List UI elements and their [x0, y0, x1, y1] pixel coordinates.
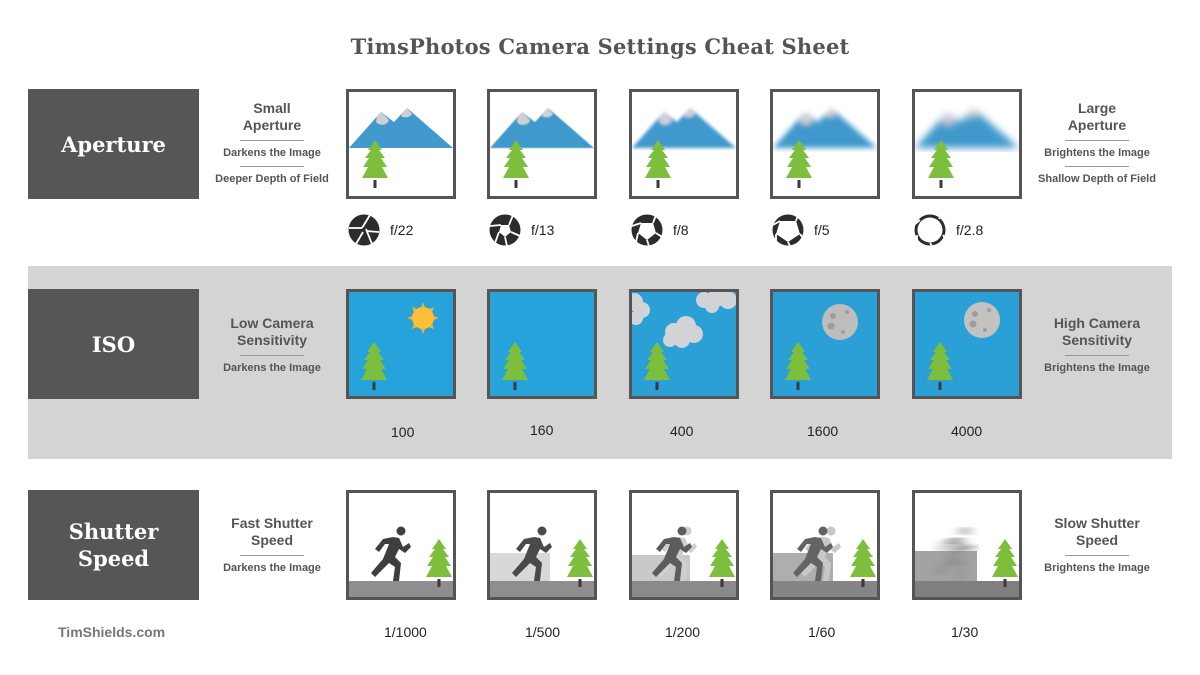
divider [1065, 166, 1129, 167]
shutter-value-2: 1/500 [525, 624, 561, 640]
iso-left-line2: Sensitivity [236, 332, 308, 348]
clouds-icon [632, 292, 736, 348]
iso-frame-1 [346, 289, 456, 399]
aperture-frame-1 [346, 89, 456, 199]
aperture-blade-icon [348, 214, 380, 246]
aperture-frame-2 [487, 89, 597, 199]
divider [1065, 355, 1129, 356]
shutter-value-1: 1/1000 [384, 624, 427, 640]
iso-left-effect1: Darkens the Image [223, 362, 321, 374]
aperture-left-effect1: Darkens the Image [223, 147, 321, 159]
divider [240, 166, 304, 167]
iso-label-box: ISO [28, 289, 199, 399]
shutter-frame-4 [770, 490, 880, 600]
aperture-value-2: f/13 [489, 214, 554, 246]
shutter-frame-2 [487, 490, 597, 600]
aperture-value-1: f/22 [348, 214, 413, 246]
shutter-right-description: Slow Shutter Speed Brightens the Image [1032, 515, 1162, 575]
aperture-blade-icon [489, 214, 521, 246]
running-person-icon [371, 526, 411, 581]
shutter-left-line2: Speed [250, 532, 293, 548]
shutter-frame-1 [346, 490, 456, 600]
shutter-right-effect1: Brightens the Image [1044, 562, 1150, 574]
aperture-blade-icon [914, 214, 946, 246]
shutter-frame-5 [912, 490, 1022, 600]
divider [1065, 555, 1129, 556]
shutter-right-line1: Slow Shutter [1054, 515, 1140, 531]
aperture-right-effect2: Shallow Depth of Field [1038, 173, 1156, 185]
divider [240, 355, 304, 356]
iso-frame-2 [487, 289, 597, 399]
aperture-value-label: f/5 [814, 222, 830, 238]
aperture-label: Aperture [61, 131, 166, 157]
aperture-frame-5 [912, 89, 1022, 199]
aperture-left-line1: Small [253, 100, 291, 116]
shutter-value-3: 1/200 [665, 624, 701, 640]
iso-value-3: 400 [670, 423, 694, 439]
sun-icon [407, 302, 439, 334]
divider [240, 140, 304, 141]
aperture-right-line1: Large [1077, 100, 1117, 116]
aperture-left-effect2: Deeper Depth of Field [215, 173, 329, 185]
footer-credit: TimShields.com [58, 624, 166, 640]
iso-frame-3 [629, 289, 739, 399]
aperture-blade-icon [772, 214, 804, 246]
iso-value-2: 160 [530, 422, 554, 438]
iso-value-4: 1600 [807, 423, 839, 439]
iso-frame-5 [912, 289, 1022, 399]
moon-icon [964, 302, 1000, 338]
moon-icon [822, 304, 858, 340]
iso-value-5: 4000 [951, 423, 983, 439]
iso-left-description: Low Camera Sensitivity Darkens the Image [207, 315, 337, 375]
iso-right-line2: Sensitivity [1061, 332, 1133, 348]
aperture-value-label: f/8 [673, 222, 689, 238]
aperture-right-description: Large Aperture Brightens the Image Shall… [1032, 100, 1162, 186]
iso-value-1: 100 [391, 424, 415, 440]
aperture-frame-3 [629, 89, 739, 199]
shutter-right-line2: Speed [1075, 532, 1118, 548]
shutter-label-line2: Speed [77, 546, 150, 571]
aperture-label-box: Aperture [28, 89, 199, 199]
shutter-label-line1: Shutter [68, 519, 159, 544]
iso-label: ISO [91, 331, 136, 357]
aperture-frame-4 [770, 89, 880, 199]
iso-left-line1: Low Camera [230, 315, 314, 331]
aperture-right-effect1: Brightens the Image [1044, 147, 1150, 159]
shutter-left-line1: Fast Shutter [231, 515, 313, 531]
aperture-value-4: f/5 [772, 214, 830, 246]
shutter-value-4: 1/60 [808, 624, 836, 640]
shutter-value-5: 1/30 [951, 624, 979, 640]
divider [240, 555, 304, 556]
aperture-value-label: f/22 [390, 222, 414, 238]
aperture-left-line2: Aperture [242, 117, 302, 133]
aperture-value-label: f/2.8 [956, 222, 984, 238]
aperture-value-label: f/13 [531, 222, 555, 238]
iso-frame-4 [770, 289, 880, 399]
shutter-frame-3 [629, 490, 739, 600]
aperture-value-3: f/8 [631, 214, 689, 246]
aperture-value-5: f/2.8 [914, 214, 983, 246]
divider [1065, 140, 1129, 141]
iso-right-description: High Camera Sensitivity Brightens the Im… [1032, 315, 1162, 375]
page-title: TimsPhotos Camera Settings Cheat Sheet [350, 34, 850, 59]
aperture-right-line2: Aperture [1067, 117, 1127, 133]
shutter-left-description: Fast Shutter Speed Darkens the Image [207, 515, 337, 575]
aperture-left-description: Small Aperture Darkens the Image Deeper … [207, 100, 337, 186]
iso-right-effect1: Brightens the Image [1044, 362, 1150, 374]
aperture-blade-icon [631, 214, 663, 246]
shutter-label-box: Shutter Speed [28, 490, 199, 600]
shutter-left-effect1: Darkens the Image [223, 562, 321, 574]
iso-right-line1: High Camera [1053, 315, 1141, 331]
